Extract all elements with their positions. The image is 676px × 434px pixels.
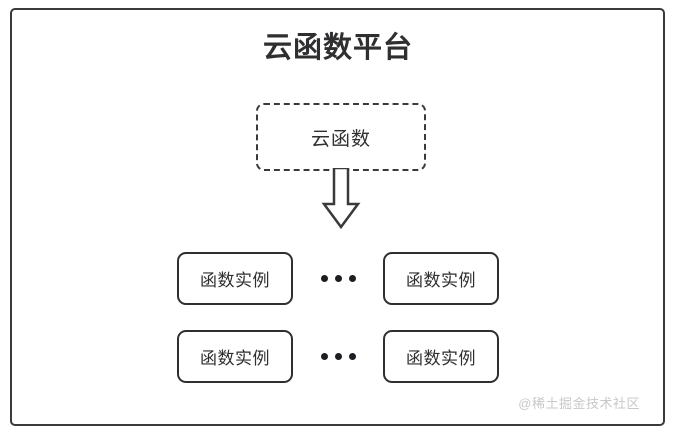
ellipsis-dot <box>348 352 356 360</box>
ellipsis-dot <box>348 274 356 282</box>
ellipsis-dot <box>320 352 328 360</box>
ellipsis-icon <box>293 330 383 383</box>
cloud-function-node: 云函数 <box>256 103 426 171</box>
cloud-function-label: 云函数 <box>310 128 371 150</box>
instance-row: 函数实例 函数实例 <box>0 329 676 383</box>
down-block-arrow-icon <box>318 166 364 230</box>
ellipsis-dot <box>334 352 342 360</box>
ellipsis-icon <box>293 252 383 305</box>
function-instance-box[interactable]: 函数实例 <box>383 329 499 383</box>
function-instance-box[interactable]: 函数实例 <box>177 329 293 383</box>
watermark-text: @稀土掘金技术社区 <box>518 396 640 411</box>
function-instance-label: 函数实例 <box>406 270 476 290</box>
ellipsis-dot <box>320 274 328 282</box>
function-instance-box[interactable]: 函数实例 <box>383 251 499 305</box>
ellipsis-dot <box>334 274 342 282</box>
function-instance-label: 函数实例 <box>200 270 270 290</box>
function-instance-label: 函数实例 <box>200 348 270 368</box>
page-title: 云函数平台 <box>262 32 413 64</box>
function-instance-label: 函数实例 <box>406 348 476 368</box>
function-instance-box[interactable]: 函数实例 <box>177 251 293 305</box>
instance-row: 函数实例 函数实例 <box>0 251 676 305</box>
